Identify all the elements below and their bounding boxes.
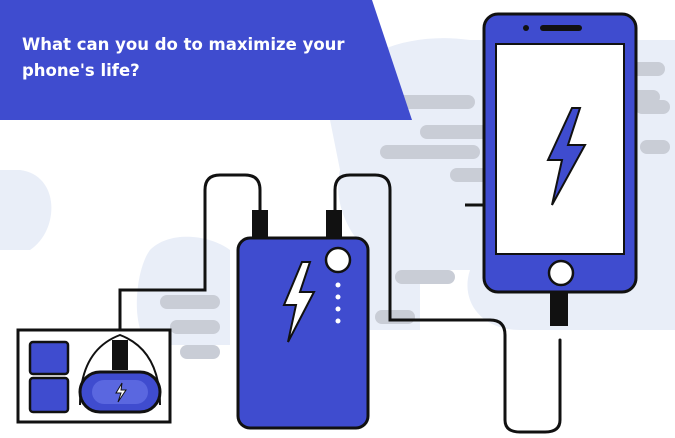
charging-plug-icon <box>78 340 162 414</box>
smartphone-icon <box>482 12 638 326</box>
headline-line-1: What can you do to maximize your <box>22 35 345 54</box>
lightning-bolt-icon <box>282 261 316 343</box>
lightning-bolt-icon <box>546 107 587 206</box>
headline-line-2: phone's life? <box>22 61 140 80</box>
power-bank-icon <box>236 210 370 430</box>
page-title: What can you do to maximize your phone's… <box>22 32 362 84</box>
usb-cable-icon <box>118 173 562 434</box>
